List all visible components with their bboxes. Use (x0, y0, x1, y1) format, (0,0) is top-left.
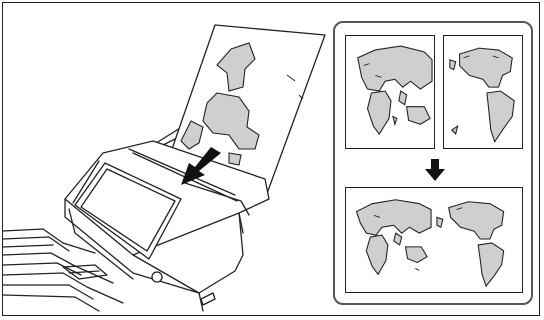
top-left-map (345, 35, 435, 149)
document-scanner-illustration (3, 3, 333, 317)
illustration-frame (2, 2, 540, 316)
combined-world-map-icon (346, 188, 522, 292)
top-right-map (443, 35, 523, 149)
port-icon (201, 293, 215, 305)
right-half-world-map-icon (444, 36, 522, 148)
map-stitch-panel (333, 21, 533, 305)
combined-map (345, 187, 523, 293)
power-button-icon (152, 272, 162, 282)
left-half-world-map-icon (346, 36, 434, 148)
down-arrow-icon (423, 159, 447, 181)
